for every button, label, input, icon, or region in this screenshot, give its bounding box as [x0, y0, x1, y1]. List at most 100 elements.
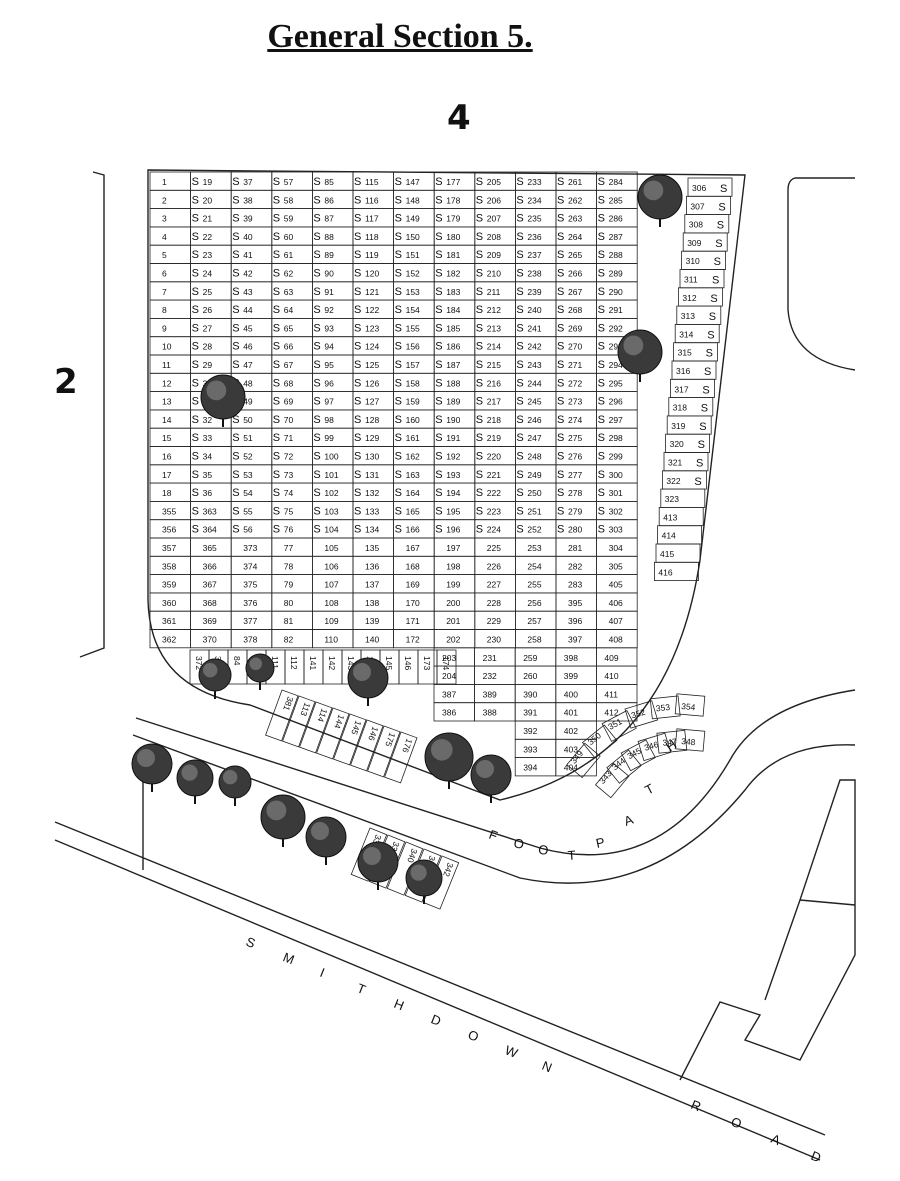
plot-number: 68 [284, 378, 294, 388]
plot-number: 129 [365, 433, 379, 443]
footpath-label-letter: O [538, 842, 549, 858]
plot-number: 202 [446, 635, 460, 645]
sexton-mark: S [395, 451, 402, 463]
sexton-mark: S [696, 458, 703, 470]
plot-number: 309 [687, 238, 701, 248]
plot-number: 40 [243, 232, 253, 242]
plot-number: 28 [203, 342, 213, 352]
plot-cell [654, 561, 699, 581]
plot-number: 9 [162, 323, 167, 333]
plot-number: 315 [678, 348, 692, 358]
sexton-mark: S [435, 194, 442, 206]
sexton-mark: S [516, 268, 523, 280]
sexton-mark: S [313, 469, 320, 481]
sexton-mark: S [435, 432, 442, 444]
plot-cell [333, 713, 367, 766]
plot-number: 167 [406, 543, 420, 553]
plot-number: 60 [284, 232, 294, 242]
plot-number: 243 [527, 360, 541, 370]
sexton-mark: S [192, 268, 199, 280]
sexton-mark: S [516, 249, 523, 261]
sexton-mark: S [557, 432, 564, 444]
plot-number: 233 [527, 177, 541, 187]
plot-number: 188 [446, 378, 460, 388]
plot-number: 318 [673, 403, 687, 413]
plot-number: 410 [604, 671, 618, 681]
plot-number: 10 [162, 342, 172, 352]
plot-number: 95 [324, 360, 334, 370]
plot-number: 100 [324, 452, 338, 462]
sexton-mark: S [354, 268, 361, 280]
tree-icon [347, 657, 389, 706]
plot-number: 2 [162, 195, 167, 205]
tree-highlight [266, 800, 287, 821]
plot-number: 266 [568, 269, 582, 279]
plot-number: 168 [406, 561, 420, 571]
plot-number: 361 [162, 616, 176, 626]
plot-number: 342 [441, 861, 455, 878]
sexton-mark: S [192, 359, 199, 371]
plot-number: 228 [487, 598, 501, 608]
plot-number: 158 [406, 378, 420, 388]
plot-number: 146 [403, 656, 413, 670]
plot-number: 367 [203, 580, 217, 590]
sexton-mark: S [516, 414, 523, 426]
sexton-mark: S [192, 469, 199, 481]
plot-number: 122 [365, 305, 379, 315]
plot-number: 212 [487, 305, 501, 315]
plot-number: 291 [609, 305, 623, 315]
road-edge-north [54, 821, 826, 1136]
plot-number: 261 [568, 177, 582, 187]
plot-number: 110 [324, 635, 338, 645]
plot-number: 204 [442, 671, 456, 681]
plot-cell [601, 710, 637, 742]
sexton-mark: S [273, 469, 280, 481]
sexton-mark: S [232, 505, 239, 517]
tree-icon [470, 754, 512, 803]
plot-number: 35 [203, 470, 213, 480]
plot-number: 150 [406, 232, 420, 242]
plot-cell [674, 728, 706, 752]
sexton-mark: S [516, 213, 523, 225]
plot-number: 354 [681, 701, 696, 712]
plot-number: 288 [609, 250, 623, 260]
plot-number: 359 [162, 580, 176, 590]
plot-number: 346 [643, 739, 660, 753]
sexton-mark: S [354, 505, 361, 517]
east-boundary-line [787, 177, 856, 371]
plot-number: 255 [527, 580, 541, 590]
sexton-mark: S [354, 231, 361, 243]
plot-number: 239 [527, 287, 541, 297]
sexton-mark: S [273, 249, 280, 261]
sexton-mark: S [395, 414, 402, 426]
plot-number: 115 [365, 177, 379, 187]
plot-number: 224 [487, 525, 501, 535]
plot-number: 365 [203, 543, 217, 553]
sexton-mark: S [395, 176, 402, 188]
plot-number: 201 [446, 616, 460, 626]
plot-area-border [147, 169, 746, 801]
plot-number: 77 [284, 543, 294, 553]
sexton-mark: S [435, 286, 442, 298]
sexton-mark: S [273, 451, 280, 463]
sexton-mark: S [476, 213, 483, 225]
plot-number: 185 [446, 323, 460, 333]
south-block: 2032043873862312323893882592603903913923… [433, 647, 638, 777]
plot-grid: 1234567891011121314151617183553563573583… [149, 171, 638, 649]
sexton-mark: S [273, 505, 280, 517]
plot-number: 38 [243, 195, 253, 205]
sexton-mark: S [192, 414, 199, 426]
sexton-mark: S [192, 396, 199, 408]
plot-number: 173 [422, 656, 432, 670]
plot-number: 104 [324, 525, 338, 535]
plot-cell [149, 208, 191, 228]
plot-number: 245 [527, 397, 541, 407]
sexton-mark: S [313, 377, 320, 389]
plot-number: 407 [609, 616, 623, 626]
plot-number: 176 [400, 737, 414, 754]
plot-number: 373 [243, 543, 257, 553]
tree-highlight [623, 335, 644, 356]
plot-number: 358 [162, 561, 176, 571]
sexton-mark: S [476, 249, 483, 261]
plot-number: 156 [406, 342, 420, 352]
